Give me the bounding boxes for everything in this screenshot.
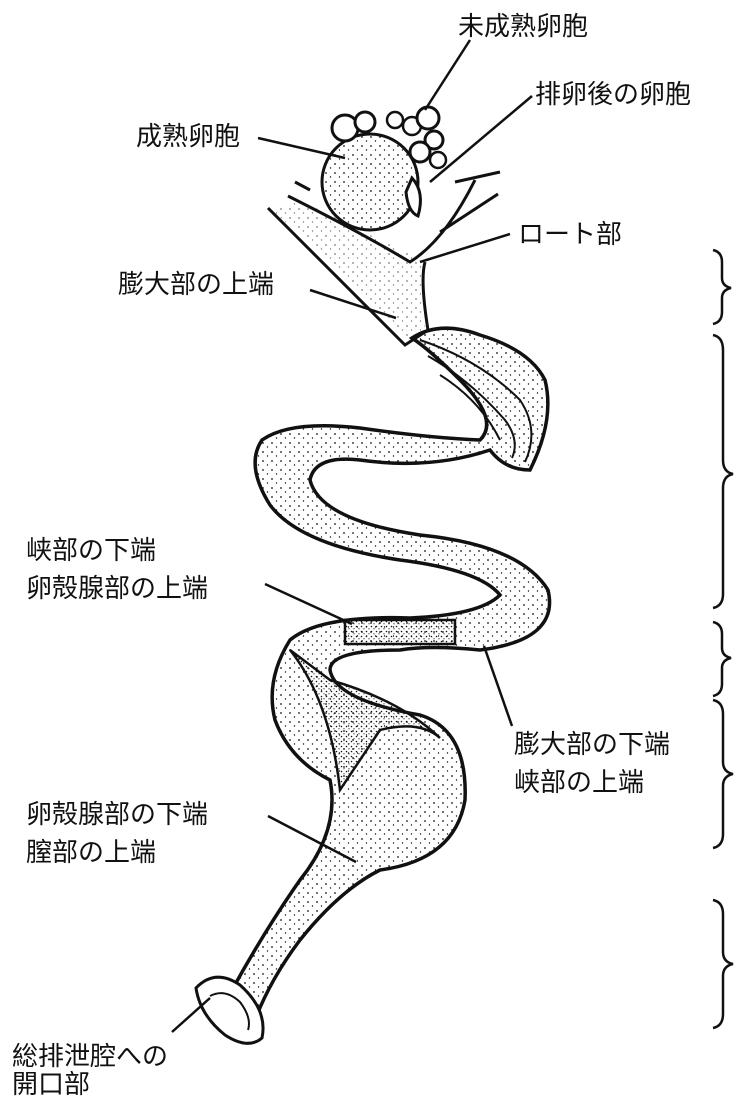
brace-magnum — [713, 335, 733, 608]
label-vagina-upper-end: 膣部の上端 — [26, 834, 156, 872]
label-isthmus-upper-end: 峡部の上端 — [514, 764, 644, 802]
label-immature-follicle: 未成熟卵胞 — [458, 8, 588, 46]
oviduct-tube — [232, 328, 550, 1020]
brace-isthmus — [713, 622, 731, 696]
immature-follicle-shape — [417, 107, 439, 129]
label-shell-gland-lower-end: 卵殻腺部の下端 — [26, 796, 208, 834]
mature-follicle-shape — [322, 134, 418, 230]
label-magnum-lower-end: 膨大部の下端 — [514, 726, 670, 764]
label-isthmus-lower-end: 峡部の下端 — [26, 532, 156, 570]
label-shell-gland-upper-end: 卵殻腺部の上端 — [26, 570, 208, 608]
brace-infundibulum — [713, 250, 731, 324]
brace-vagina — [713, 900, 733, 1028]
label-cloaca-opening-line2: 開口部 — [12, 1066, 90, 1104]
ovary — [322, 107, 446, 230]
label-infundibulum: ロート部 — [518, 216, 622, 254]
label-post-ovulatory-follicle: 排卵後の卵胞 — [535, 76, 691, 114]
brace-shell-gland — [713, 700, 733, 848]
label-magnum-upper-end: 膨大部の上端 — [118, 266, 274, 304]
label-mature-follicle: 成熟卵胞 — [136, 118, 240, 156]
section-braces — [713, 250, 733, 1028]
